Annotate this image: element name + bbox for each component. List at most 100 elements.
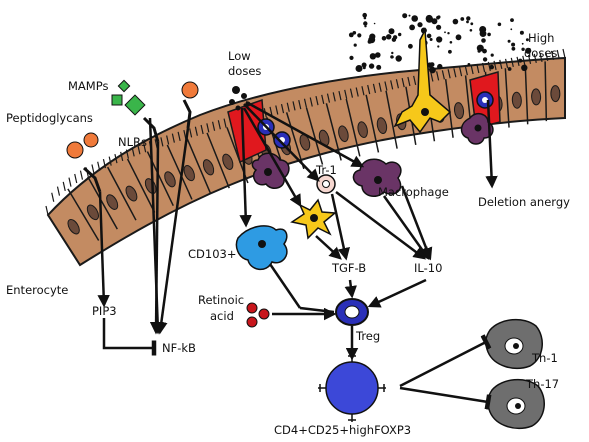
microvillus	[143, 143, 147, 153]
antigen-dot	[392, 35, 398, 40]
enterocyte-nucleus	[531, 88, 542, 106]
antigen-dot	[431, 18, 438, 25]
microvillus	[395, 79, 399, 89]
enterocyte-nucleus	[376, 117, 388, 135]
antigen-dot	[518, 58, 523, 63]
enterocyte-nucleus	[183, 165, 195, 182]
th17-cell	[487, 378, 545, 430]
antigen-dot	[444, 31, 446, 34]
enterocyte-nucleus	[338, 125, 349, 143]
antigen-dot	[460, 17, 465, 21]
antigen-dot	[437, 45, 440, 48]
microvillus	[372, 83, 377, 94]
label-cd4-cd25-foxp3: CD4+CD25+highFOXP3	[274, 423, 411, 437]
label-il10: IL-10	[414, 261, 442, 275]
microvillus	[91, 164, 95, 174]
microvillus	[275, 105, 279, 115]
microvillus	[430, 72, 434, 82]
antigen-dot	[363, 16, 367, 20]
cell-border	[325, 103, 342, 161]
antigen-dot	[448, 49, 452, 54]
microvillus	[378, 82, 382, 92]
antigen-dot	[362, 66, 366, 70]
antigen-dot	[447, 32, 450, 35]
antigen-dot	[507, 67, 512, 71]
antigen-dot	[481, 38, 486, 43]
antigen-dot	[402, 13, 408, 19]
microvillus	[171, 133, 175, 143]
cell-border	[305, 107, 324, 165]
cell-border	[87, 176, 118, 230]
antigen-dot	[369, 33, 376, 40]
microvillus	[384, 81, 388, 91]
label-peptidoglycans: Peptidoglycans	[6, 111, 93, 125]
microvillus	[217, 120, 221, 130]
microvillus	[493, 60, 497, 71]
cell-border	[285, 112, 305, 170]
microvillus	[189, 128, 193, 138]
microvillus	[51, 192, 55, 202]
tr1-cell	[316, 174, 336, 194]
microvillus	[160, 137, 164, 147]
enterocyte-nucleus	[106, 194, 119, 210]
low-dose-antigen	[229, 86, 251, 111]
microvillus	[447, 69, 451, 79]
microvillus	[476, 63, 480, 74]
antigen-dot	[525, 38, 529, 42]
microvillus	[114, 154, 118, 164]
antigen-dot	[511, 46, 516, 51]
antigen-dot	[519, 30, 524, 35]
cell-border	[365, 94, 380, 153]
microvillus	[269, 106, 273, 117]
cd103-dendritic-cell	[235, 225, 288, 271]
label-high-doses-2: doses	[524, 46, 557, 60]
antigen-dot	[470, 22, 474, 26]
microvillus	[464, 65, 468, 76]
cell-border	[345, 98, 361, 157]
label-high-doses-1: High	[528, 31, 554, 45]
antigen-dot	[510, 28, 513, 31]
antigen-dot	[373, 22, 376, 25]
cell-border	[126, 158, 156, 213]
antigen-dot	[408, 43, 413, 49]
microvillus	[481, 62, 486, 73]
antigen-dot	[490, 53, 494, 57]
label-th1: Th-1	[531, 351, 558, 365]
antigen-dot	[362, 12, 368, 18]
labels: MAMPs Peptidoglycans NLRs Low doses High…	[6, 31, 570, 437]
antigen-dot	[367, 39, 372, 44]
antigen-dot	[479, 30, 487, 37]
antigen-dot	[364, 25, 367, 28]
microvillus	[286, 102, 290, 112]
antigen-dot	[510, 18, 514, 22]
antigen-dot	[527, 51, 530, 54]
th1-cell	[485, 318, 543, 370]
microvillus	[401, 77, 405, 88]
cd4-cd25-foxp3-cell	[318, 354, 386, 422]
microvillus	[413, 75, 417, 85]
microvillus	[550, 50, 555, 61]
microvillus	[120, 151, 124, 161]
enterocyte-nucleus	[86, 204, 99, 221]
label-deletion-anergy: Deletion anergy	[478, 195, 570, 209]
antigen-dot	[389, 35, 392, 38]
high-dose-antigen	[348, 12, 532, 74]
microvillus	[407, 76, 411, 87]
microvillus	[344, 89, 348, 100]
microvillus	[436, 71, 440, 81]
microvillus	[200, 124, 204, 135]
antigen-dot	[408, 14, 411, 17]
antigen-dot	[425, 14, 433, 22]
microvillus	[355, 87, 359, 97]
antigen-dot	[381, 36, 387, 41]
antigen-dot	[361, 62, 367, 68]
antigen-dot	[498, 61, 501, 65]
microvillus	[453, 68, 457, 78]
antigen-dot	[497, 22, 502, 27]
antigen-dot	[521, 64, 528, 72]
antigen-dot	[409, 24, 415, 31]
antigen-dot	[489, 64, 495, 70]
antigen-dot	[352, 31, 357, 35]
cell-border	[544, 61, 548, 122]
